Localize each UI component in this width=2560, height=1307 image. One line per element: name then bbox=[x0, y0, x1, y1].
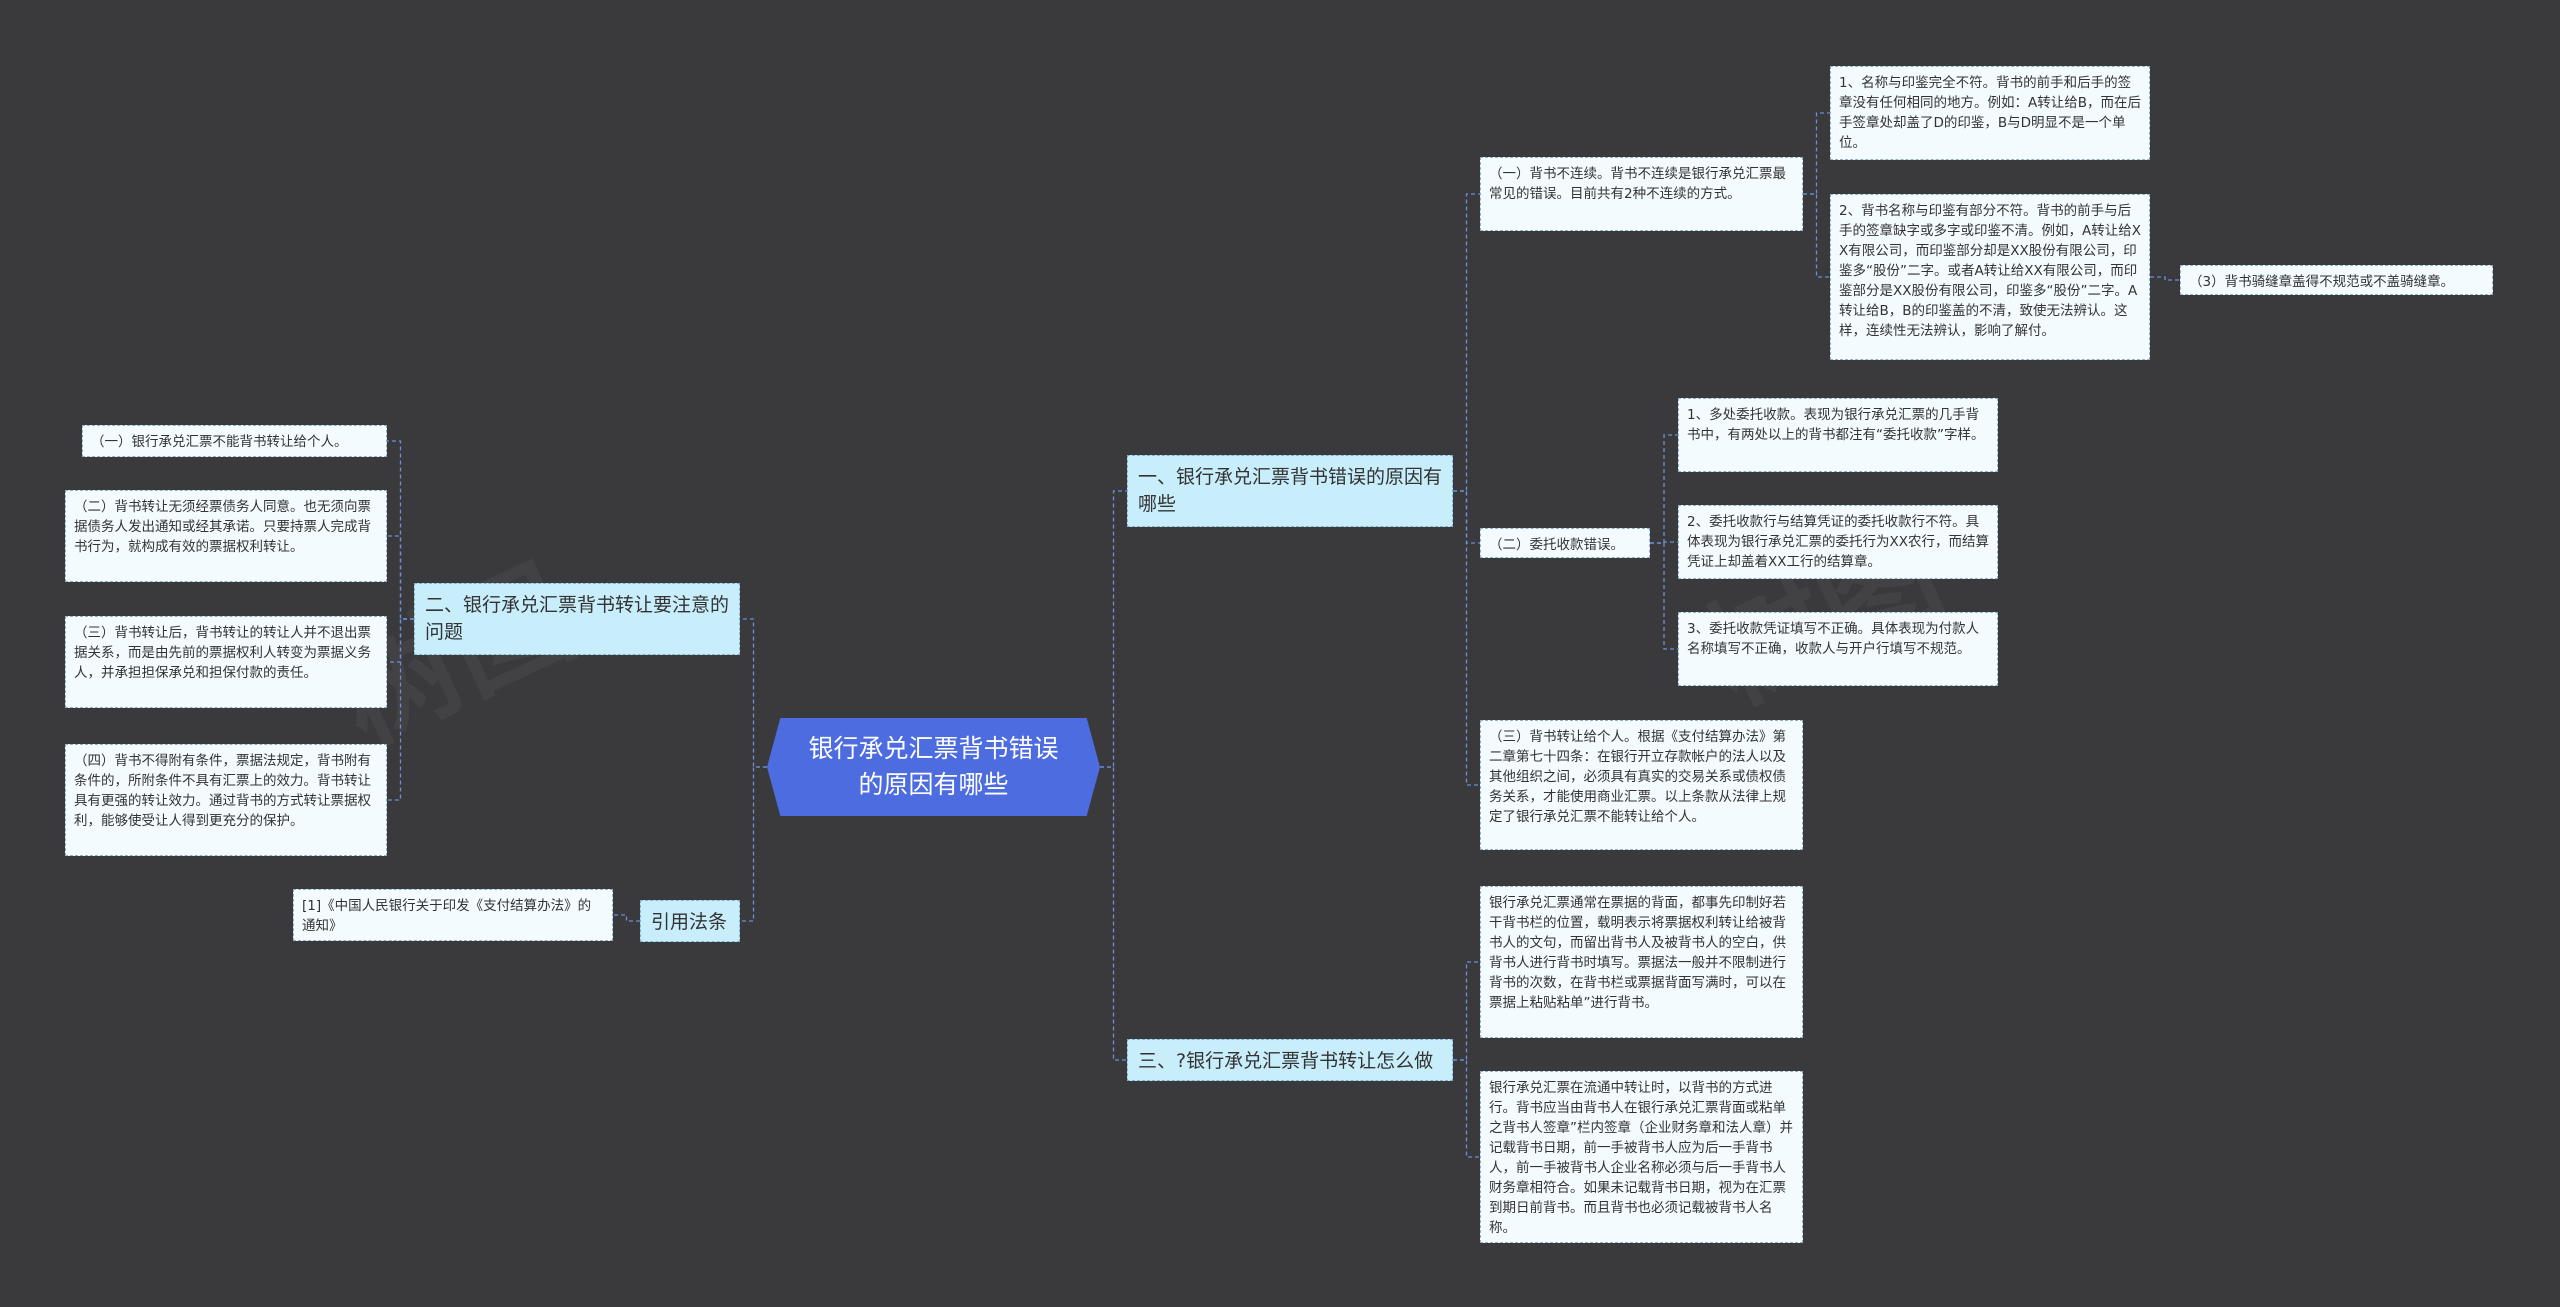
connector-branch-references-reference-payment-settlement bbox=[613, 914, 640, 922]
reason-discontinuous-2[interactable]: 2、背书名称与印鉴有部分不符。背书的前手与后手的签章缺字或多字或印鉴不清。例如，… bbox=[1830, 194, 2150, 360]
reference-payment-settlement[interactable]: [1]《中国人民银行关于印发《支付结算办法》的通知》 bbox=[293, 889, 613, 941]
connector-root-topic-branch-how-to bbox=[1100, 766, 1127, 1061]
note-no-conditions[interactable]: （四）背书不得附有条件，票据法规定，背书附有条件的，所附条件不具有汇票上的效力。… bbox=[65, 744, 387, 856]
reason-transfer-individual[interactable]: （三）背书转让给个人。根据《支付结算办法》第二章第七十四条：在银行开立存款帐户的… bbox=[1480, 720, 1803, 850]
collection-error-2[interactable]: 2、委托收款行与结算凭证的委托收款行不符。具体表现为银行承兑汇票的委托行为XX农… bbox=[1678, 505, 1998, 579]
collection-error-3[interactable]: 3、委托收款凭证填写不正确。具体表现为付款人名称填写不正确，收款人与开户行填写不… bbox=[1678, 612, 1998, 686]
connector-reason-collection-error-collection-error-1 bbox=[1650, 434, 1678, 544]
connector-branch-notes-note-no-conditions bbox=[387, 618, 414, 801]
branch-references[interactable]: 引用法条 bbox=[640, 900, 740, 942]
reason-discontinuous-1[interactable]: 1、名称与印鉴完全不符。背书的前手和后手的签章没有任何相同的地方。例如：A转让给… bbox=[1830, 66, 2150, 160]
connector-branch-notes-note-no-individual bbox=[387, 440, 414, 620]
collection-error-1[interactable]: 1、多处委托收款。表现为银行承兑汇票的几手背书中，有两处以上的背书都注有“委托收… bbox=[1678, 398, 1998, 472]
branch-how-to[interactable]: 三、?银行承兑汇票背书转让怎么做 bbox=[1127, 1039, 1453, 1081]
howto-endorsement-signing[interactable]: 银行承兑汇票在流通中转让时，以背书的方式进行。背书应当由背书人在银行承兑汇票背面… bbox=[1480, 1071, 1803, 1243]
connector-root-topic-branch-notes bbox=[740, 618, 767, 768]
reason-discontinuous-3[interactable]: （3）背书骑缝章盖得不规范或不盖骑缝章。 bbox=[2180, 265, 2493, 295]
howto-endorsement-columns[interactable]: 银行承兑汇票通常在票据的背面，都事先印制好若干背书栏的位置，载明表示将票据权利转… bbox=[1480, 886, 1803, 1038]
note-no-individual[interactable]: （一）银行承兑汇票不能背书转让给个人。 bbox=[82, 425, 387, 457]
note-remains-liable[interactable]: （三）背书转让后，背书转让的转让人并不退出票据关系，而是由先前的票据权利人转变为… bbox=[65, 616, 387, 708]
connector-branch-reasons-reason-transfer-individual bbox=[1453, 490, 1480, 786]
reason-discontinuous[interactable]: （一）背书不连续。背书不连续是银行承兑汇票最常见的错误。目前共有2种不连续的方式… bbox=[1480, 157, 1803, 231]
connector-branch-reasons-reason-discontinuous bbox=[1453, 193, 1480, 492]
connector-reason-discontinuous-2-reason-discontinuous-3 bbox=[2150, 276, 2180, 281]
connector-branch-notes-note-no-consent bbox=[387, 535, 414, 620]
note-no-consent[interactable]: （二）背书转让无须经票债务人同意。也无须向票据债务人发出通知或经其承诺。只要持票… bbox=[65, 490, 387, 582]
branch-notes[interactable]: 二、银行承兑汇票背书转让要注意的问题 bbox=[414, 583, 740, 655]
connector-branch-how-to-howto-endorsement-columns bbox=[1453, 961, 1480, 1061]
connector-reason-collection-error-collection-error-2 bbox=[1650, 541, 1678, 544]
connector-root-topic-branch-references bbox=[740, 766, 767, 922]
connector-branch-how-to-howto-endorsement-signing bbox=[1453, 1059, 1480, 1158]
reason-collection-error[interactable]: （二）委托收款错误。 bbox=[1480, 528, 1650, 558]
root-topic[interactable]: 银行承兑汇票背书错误的原因有哪些 bbox=[767, 718, 1100, 816]
connector-root-topic-branch-reasons bbox=[1100, 490, 1127, 768]
connector-reason-discontinuous-reason-discontinuous-2 bbox=[1803, 193, 1830, 278]
connector-branch-reasons-reason-collection-error bbox=[1453, 490, 1480, 544]
connector-reason-discontinuous-reason-discontinuous-1 bbox=[1803, 112, 1830, 195]
connector-reason-collection-error-collection-error-3 bbox=[1650, 542, 1678, 650]
branch-reasons[interactable]: 一、银行承兑汇票背书错误的原因有哪些 bbox=[1127, 455, 1453, 527]
